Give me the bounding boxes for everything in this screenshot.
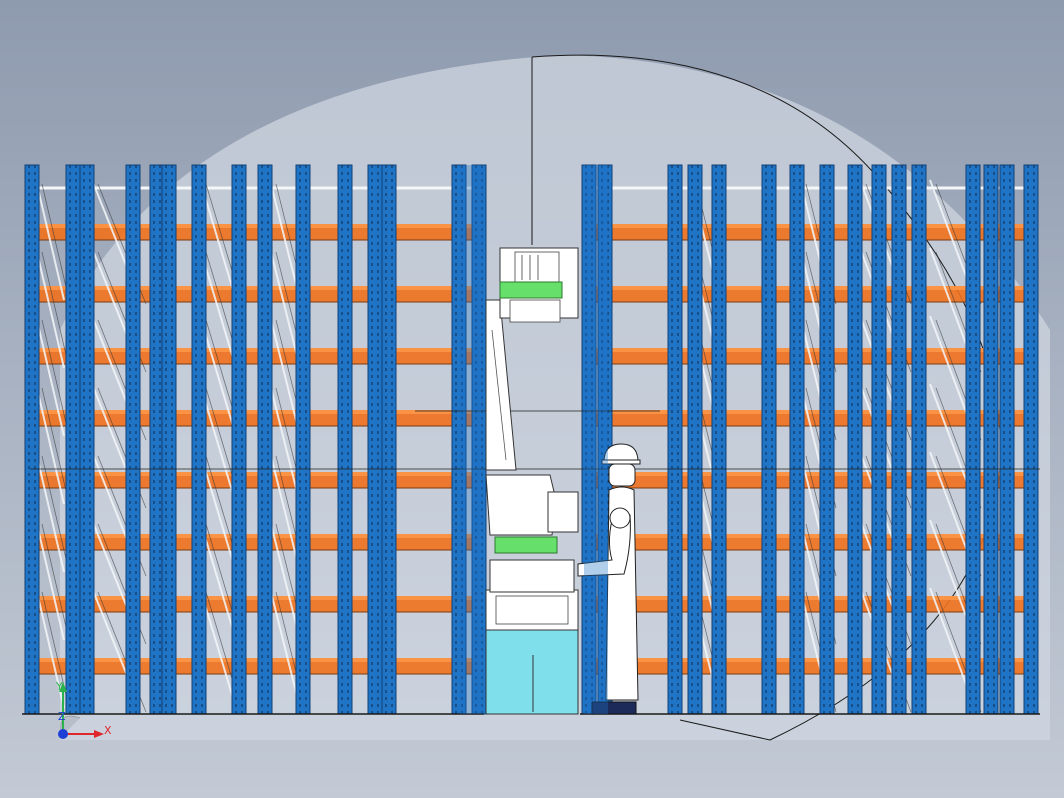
- cell-guard-posts: [460, 165, 608, 714]
- rack-upright: [687, 164, 703, 715]
- rack-brace: [35, 587, 65, 709]
- rack-upright: [337, 164, 353, 715]
- rack-brace: [269, 179, 301, 301]
- rack-beam-top: [584, 596, 1034, 600]
- rack-beam-top: [28, 410, 482, 414]
- rack-brace: [35, 247, 65, 369]
- rack-beam-top: [28, 534, 482, 538]
- robot-lower-gripper: [494, 536, 558, 554]
- rack-brace: [35, 383, 65, 505]
- operator-figure: [577, 443, 641, 715]
- triad-y-label: Y: [55, 680, 63, 693]
- rack-upright: [257, 164, 273, 715]
- rack-upright: [191, 164, 207, 715]
- rack-brace: [35, 451, 65, 573]
- rack-beam-top: [28, 224, 482, 228]
- rack-upright: [789, 164, 805, 715]
- rack-upright: [24, 164, 40, 715]
- rack-upright: [761, 164, 777, 715]
- triad-x-label: X: [104, 724, 112, 737]
- rack-beam-top: [28, 658, 482, 662]
- rack-brace: [269, 383, 301, 505]
- industrial-robot: [485, 247, 579, 715]
- rack-brace-shadow: [41, 455, 71, 577]
- rack-upright: [161, 164, 177, 715]
- operator-shoes: [591, 701, 637, 715]
- rack-upright: [231, 164, 247, 715]
- rack-beam-top: [28, 596, 482, 600]
- rack-upright: [711, 164, 727, 715]
- rack-upright: [1023, 164, 1039, 715]
- rack-upright: [819, 164, 835, 715]
- rack-upright: [891, 164, 907, 715]
- z-axis-dot-icon: [58, 729, 68, 739]
- rack-upright: [125, 164, 141, 715]
- rack-brace-shadow: [41, 319, 71, 441]
- rack-upright: [295, 164, 311, 715]
- rack-upright: [999, 164, 1015, 715]
- rack-upright: [65, 164, 81, 715]
- guard-post: [584, 165, 608, 714]
- rack-upright: [367, 164, 383, 715]
- rack-upright: [871, 164, 887, 715]
- robot-base-cabinet: [485, 629, 579, 715]
- rack-beam-top: [584, 224, 1034, 228]
- rack-upright: [983, 164, 999, 715]
- rack-brace-shadow: [41, 183, 71, 305]
- rack-upright: [965, 164, 981, 715]
- triad-z-label: Z: [58, 710, 66, 723]
- rack-brace-shadow: [41, 523, 71, 645]
- rack-beam-top: [584, 658, 1034, 662]
- rack-brace: [269, 247, 301, 369]
- robot-upper-gripper: [499, 281, 563, 299]
- rack-upright: [911, 164, 927, 715]
- rack-brace: [35, 315, 65, 437]
- rack-brace-shadow: [41, 387, 71, 509]
- pallet-racks: [22, 164, 1040, 715]
- rack-beam-top: [584, 472, 1034, 476]
- rack-beam-top: [28, 286, 482, 290]
- rack-brace-shadow: [41, 251, 71, 373]
- y-axis-arrow-icon: [59, 682, 67, 692]
- rack-brace: [269, 587, 301, 709]
- rack-beam-top: [28, 348, 482, 352]
- rack-upright: [847, 164, 863, 715]
- rack-upright: [79, 164, 95, 715]
- rack-brace: [35, 519, 65, 641]
- rack-brace: [269, 519, 301, 641]
- coordinate-triad: X Y Z: [55, 680, 112, 739]
- guard-post: [460, 165, 484, 714]
- rack-beam-top: [28, 472, 482, 476]
- rack-brace: [269, 315, 301, 437]
- rack-upright: [667, 164, 683, 715]
- rack-brace: [269, 451, 301, 573]
- x-axis-arrow-icon: [94, 730, 104, 738]
- rack-upright: [381, 164, 397, 715]
- rack-beam-top: [584, 410, 1034, 414]
- operator-helmet: [603, 443, 639, 463]
- rack-brace: [35, 179, 65, 301]
